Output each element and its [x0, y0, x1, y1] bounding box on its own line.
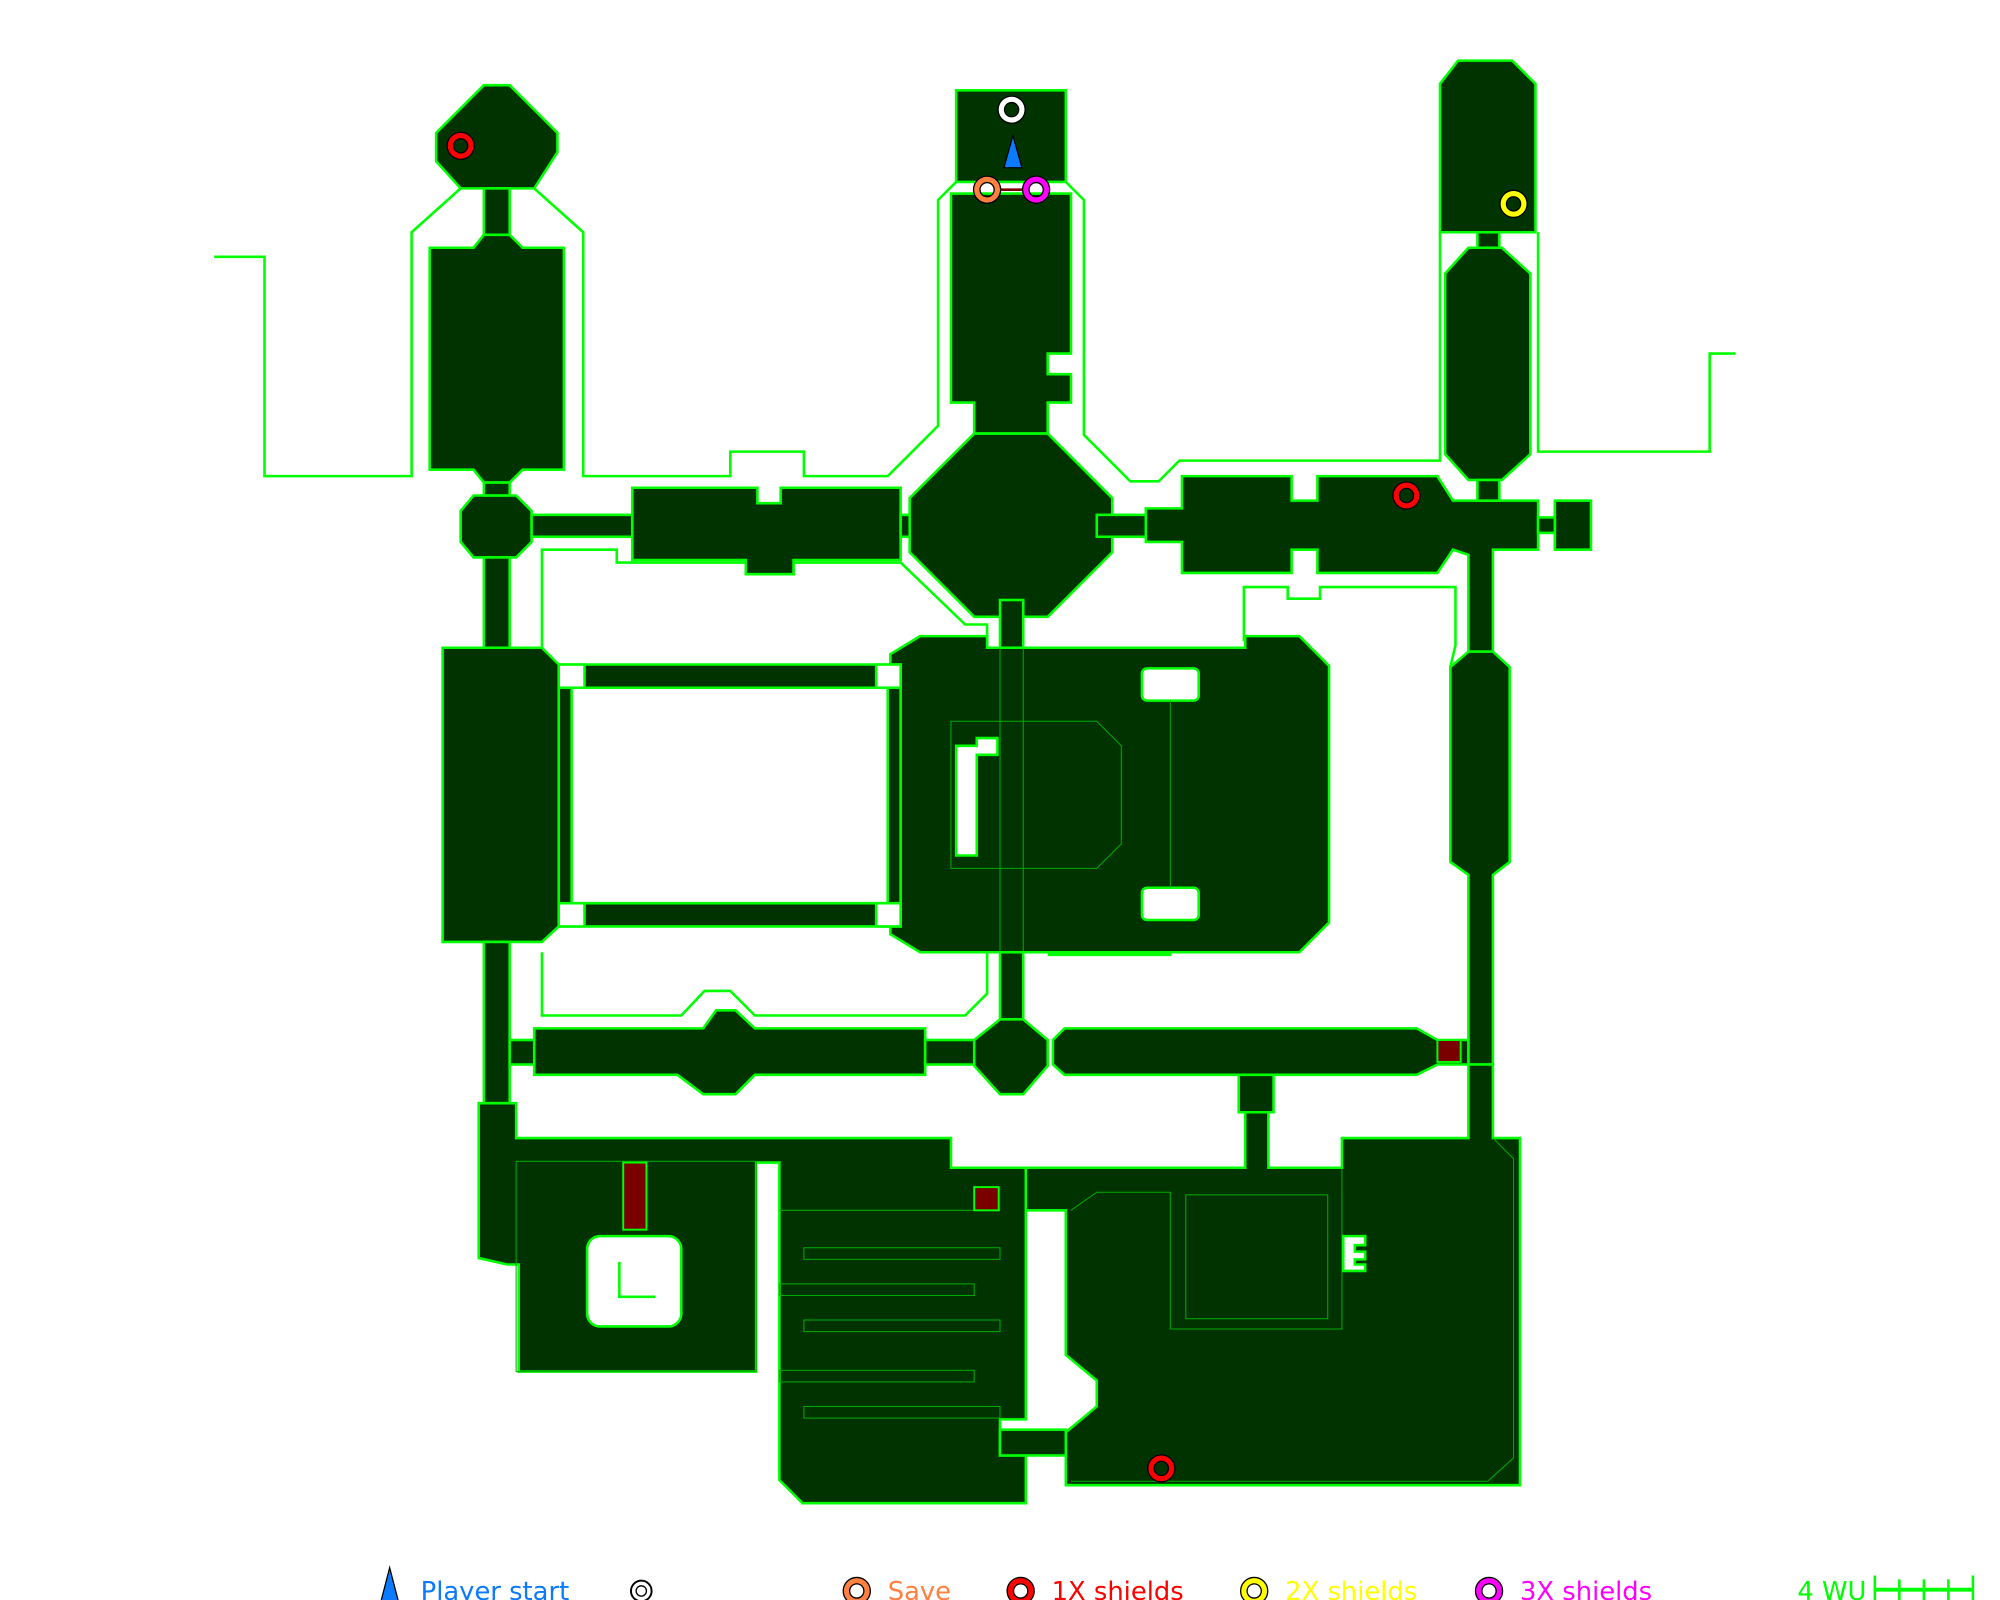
room-south-corridor-west: [532, 1009, 927, 1096]
room-southwest: [477, 1101, 1028, 1505]
legend-player-start: Player start: [421, 1577, 570, 1600]
room-west-corridor: [630, 486, 902, 576]
hazard-block: [973, 1186, 1000, 1212]
room-northwest-hall: [428, 233, 566, 484]
room-frame: [557, 663, 902, 928]
room-east-column: [1449, 650, 1511, 1066]
scale-bar: [1873, 1575, 1975, 1600]
legend-shields-2x: 2X shields: [1285, 1577, 1417, 1600]
hazard-block: [622, 1161, 648, 1231]
room-northeast-tower: [1438, 59, 1537, 234]
legend-shields-1x: 1X shields: [1052, 1577, 1184, 1600]
room-northwest-octagon: [434, 83, 559, 190]
player-start-legend-icon: [380, 1565, 399, 1600]
legend-save: Save: [888, 1577, 951, 1600]
room-north-start: [954, 89, 1068, 184]
legend: Player start Save 1X shields 2X shields …: [380, 1565, 1975, 1600]
map-markers: [446, 95, 1528, 1483]
room-east-closet: [1553, 499, 1593, 551]
room-west-hall: [441, 646, 560, 944]
room-south-corridor-east: [1051, 1027, 1470, 1077]
hazards: [622, 188, 1462, 1231]
room-central-octagon: [908, 432, 1114, 619]
legend-shields-3x: 3X shields: [1520, 1577, 1652, 1600]
player-start-marker: [1003, 133, 1023, 169]
hazard-block: [1436, 1039, 1462, 1063]
scale-label: 4 WU: [1797, 1577, 1866, 1600]
room-east-hall: [1144, 474, 1540, 653]
map-rooms: [428, 59, 1593, 1505]
room-southeast: [1024, 1063, 1522, 1487]
